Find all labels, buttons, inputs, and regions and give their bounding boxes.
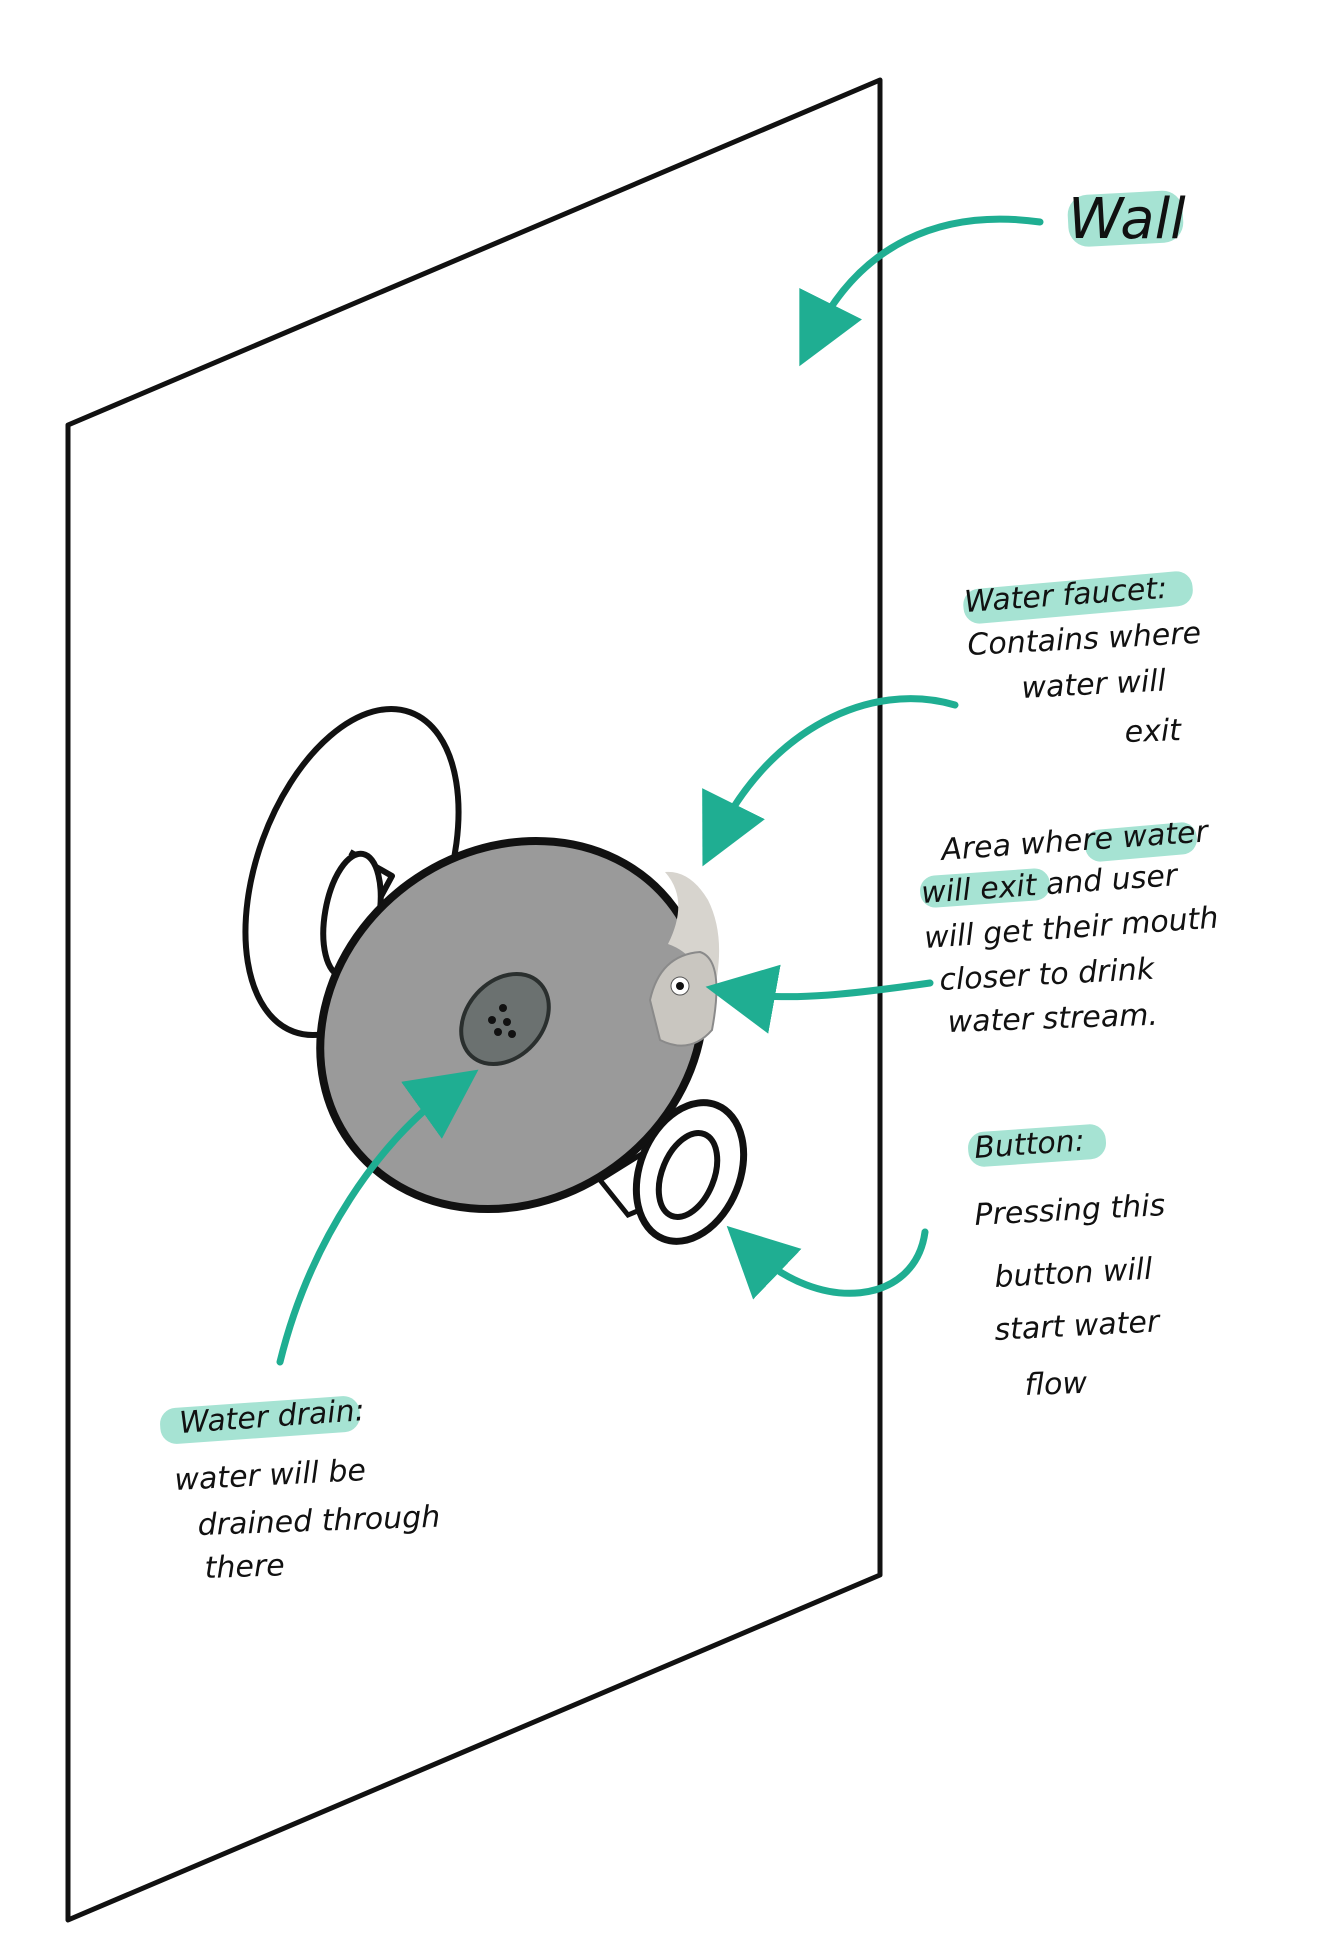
button-line-1: Pressing this — [974, 1188, 1166, 1233]
button-line-2: button will — [994, 1252, 1154, 1295]
faucet-line-1: Contains where — [967, 616, 1202, 663]
drain-hole — [494, 1028, 502, 1036]
button-housing — [596, 1099, 748, 1245]
exit-area-highlight-2 — [920, 868, 1050, 908]
faucet-line-3: exit — [1124, 713, 1183, 750]
water-drain — [459, 971, 551, 1067]
drain-title-highlight — [160, 1396, 360, 1444]
arrow-button — [726, 1225, 929, 1300]
arrow-faucet — [702, 695, 959, 867]
exit-area-line-3: will get their mouth — [923, 901, 1219, 956]
drain-hole — [488, 1016, 496, 1024]
exit-area-line-4: closer to drink — [939, 952, 1157, 998]
exit-area-line-5: water stream. — [947, 998, 1158, 1040]
exit-area-highlight-1 — [1085, 822, 1197, 862]
faucet-title-highlight — [963, 571, 1193, 624]
faucet-annotation: Water faucet: Contains where water will … — [963, 571, 1202, 750]
arrow-drain — [276, 1069, 479, 1366]
button-title-highlight — [968, 1124, 1107, 1167]
exit-area-annotation: Area where water will exit and user will… — [920, 814, 1219, 1040]
button-line-4: flow — [1024, 1366, 1088, 1403]
drain-line-3: there — [204, 1548, 285, 1586]
button-annotation: Button: Pressing this button will start … — [973, 1123, 1166, 1403]
wall-highlight — [1067, 190, 1184, 247]
wall-label: Wall — [1068, 187, 1186, 252]
drain-hole — [508, 1030, 516, 1038]
button-title: Button: — [973, 1123, 1086, 1166]
faucet-line-2: water will — [1021, 663, 1168, 706]
arrow-wall — [799, 215, 1044, 367]
drain-line-2: drained through — [197, 1500, 441, 1543]
button-line-3: start water — [994, 1304, 1162, 1348]
arrow-exit-area — [705, 964, 934, 1034]
faucet-title: Water faucet: — [963, 571, 1168, 620]
drain-hole — [503, 1018, 511, 1026]
drain-hole — [499, 1004, 507, 1012]
